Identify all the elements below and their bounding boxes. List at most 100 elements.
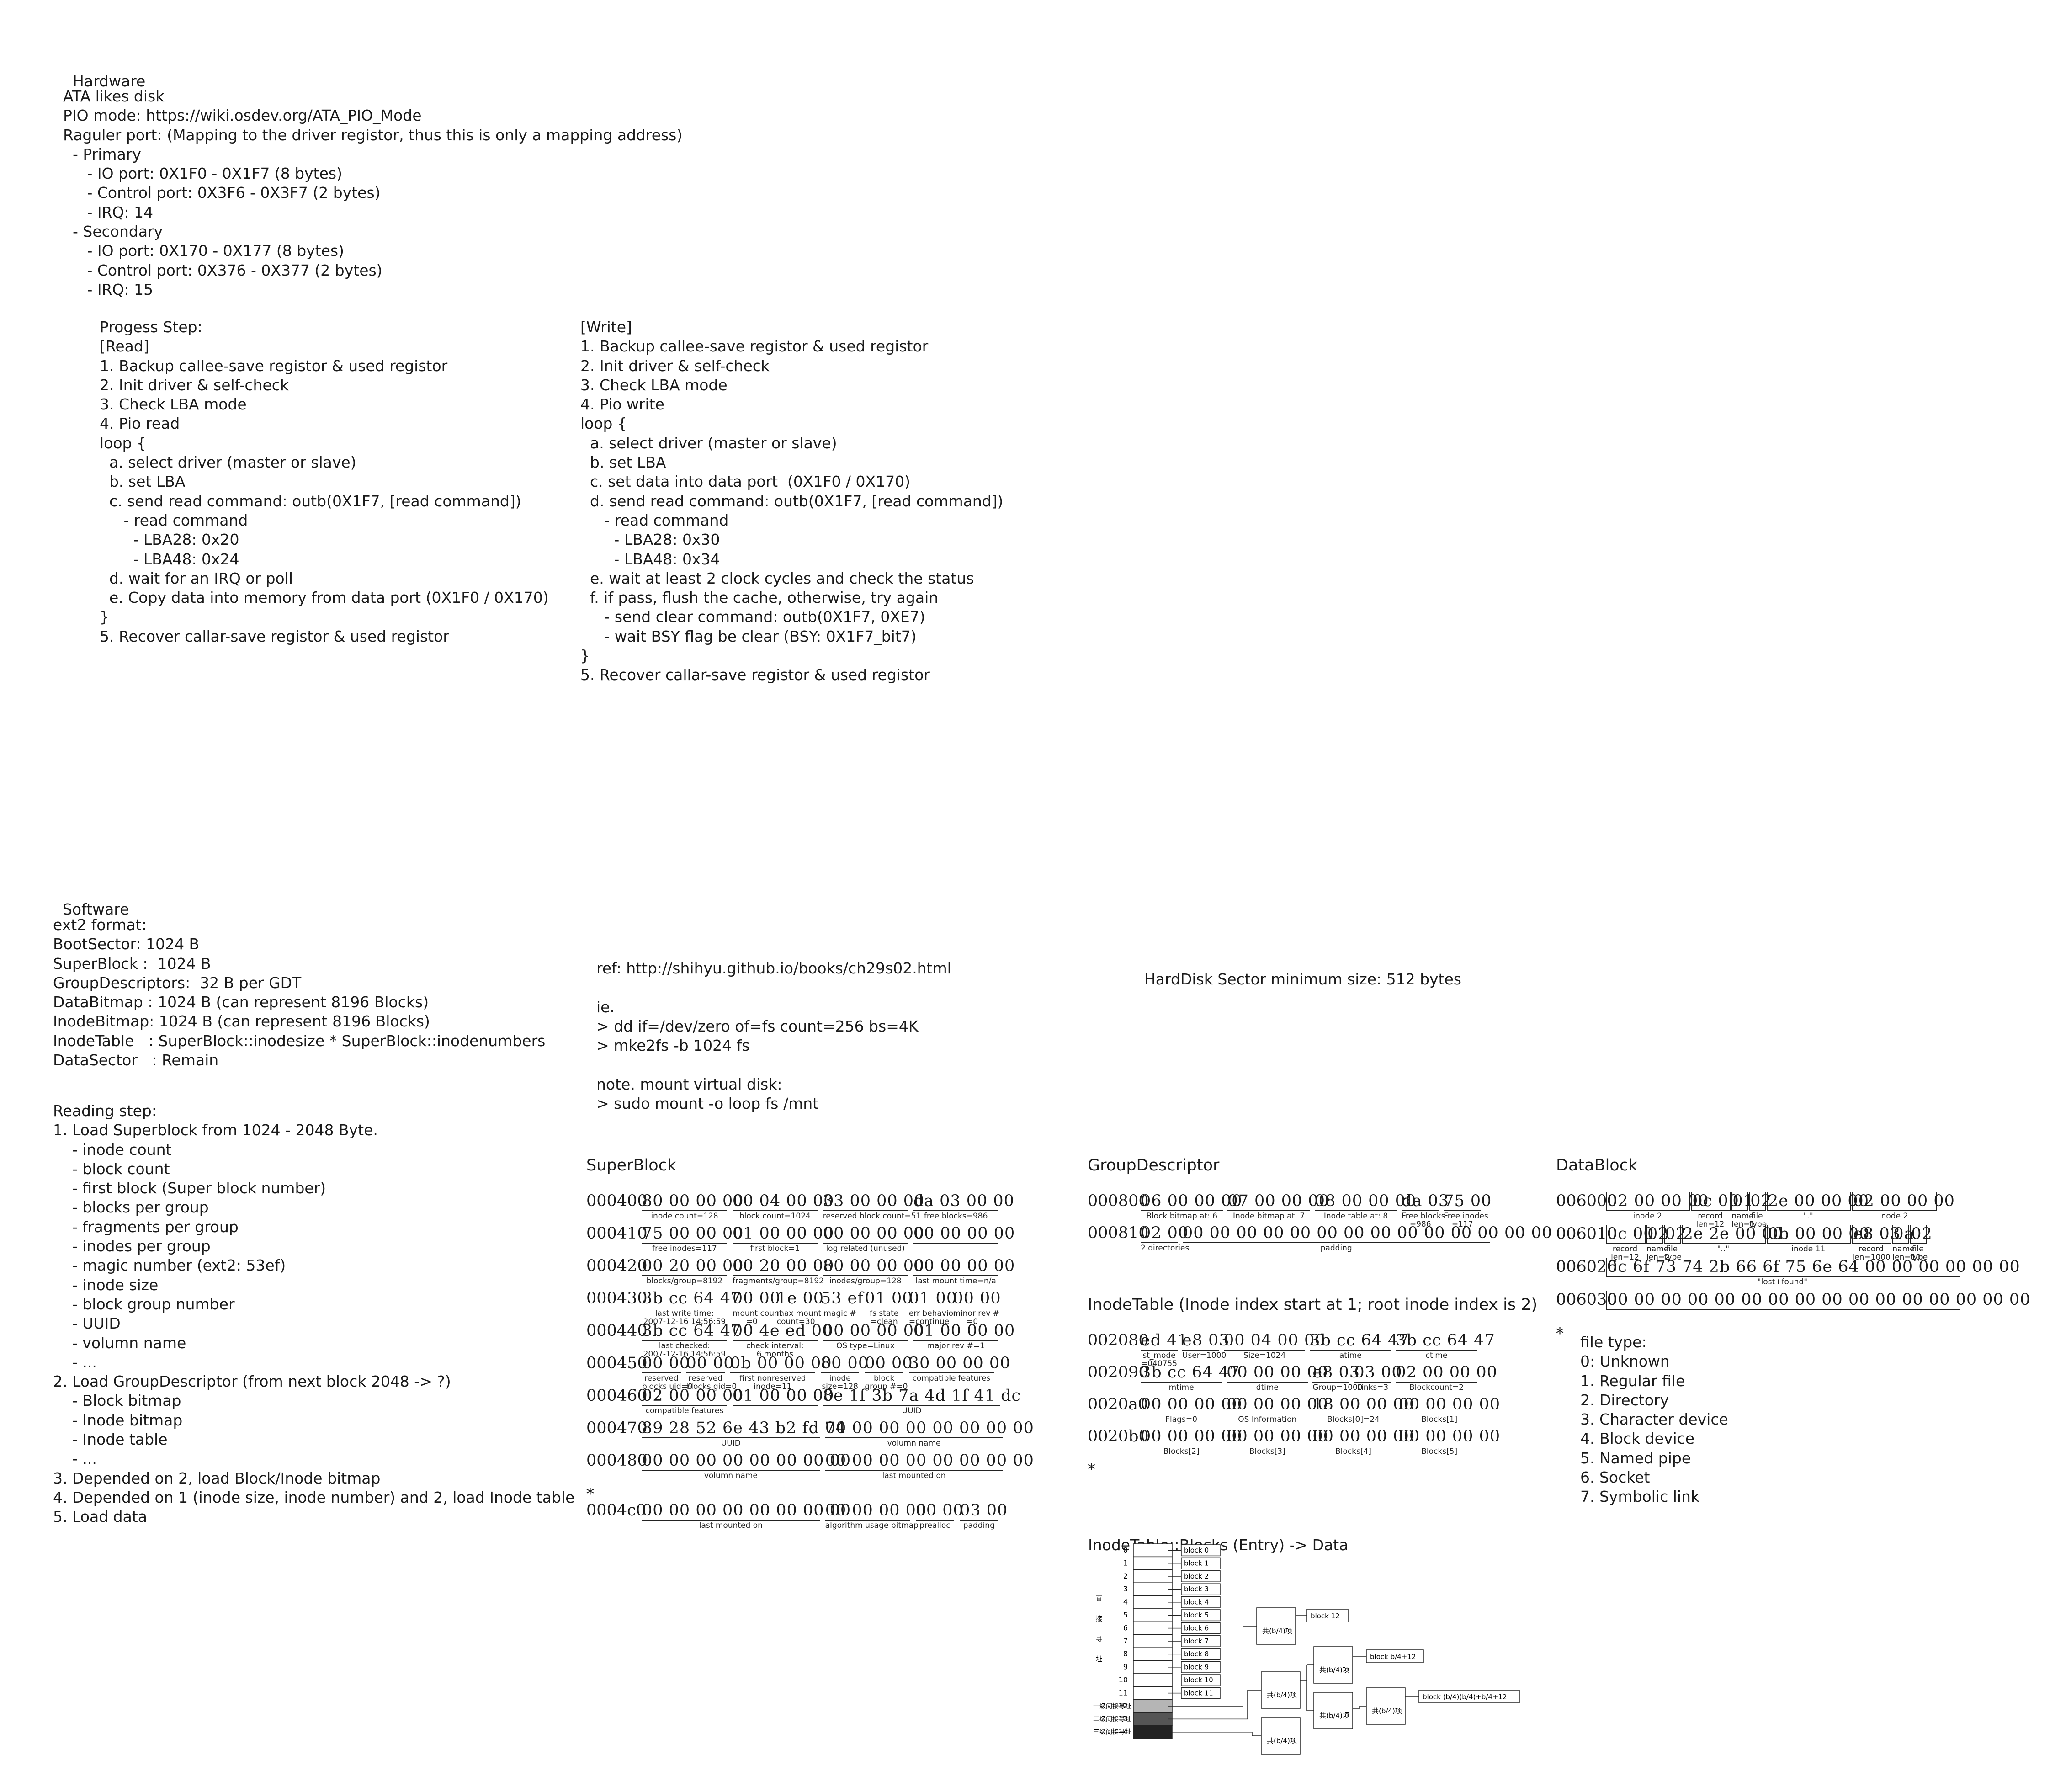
read-step-line: Progess Step: (100, 318, 202, 336)
ref-line: > mke2fs -b 1024 fs (596, 1037, 750, 1055)
slot-cell (1133, 1686, 1173, 1700)
slot-cell (1133, 1556, 1173, 1570)
hex-group: 03 00 (1354, 1363, 1402, 1383)
slot-index: 3 (1123, 1585, 1128, 1593)
indirect-label: 二级间接寻址 (1093, 1715, 1131, 1723)
hex-group: 0c 00 (1691, 1192, 1739, 1211)
reading-step-line: - ... (53, 1353, 97, 1371)
slot-index: 2 (1123, 1572, 1128, 1580)
hex-group: 00 00 (865, 1354, 913, 1373)
hex-address: 000800 (1088, 1192, 1149, 1210)
hex-group: 2e 00 00 00 (1767, 1192, 1869, 1211)
data-block-box (1181, 1661, 1221, 1673)
data-block-box (1181, 1583, 1221, 1595)
read-step-line: c. send read command: outb(0X1F7, [read … (100, 492, 521, 510)
inode-table-title: InodeTable (Inode index start at 1; root… (1088, 1296, 1538, 1314)
superblock-title: SuperBlock (586, 1156, 677, 1175)
pointer-table-label: 共(b/4)项 (1262, 1627, 1292, 1635)
read-step-line: 2. Init driver & self-check (100, 376, 289, 394)
hex-group: 01 00 (908, 1289, 957, 1308)
hex-group: 00 00 00 00 (1398, 1427, 1501, 1446)
slot-index: 11 (1119, 1688, 1128, 1697)
hardware-line: - IO port: 0X170 - 0X177 (8 bytes) (63, 242, 344, 260)
hex-group: 0a (1892, 1225, 1914, 1244)
slot-index: 4 (1123, 1598, 1128, 1606)
hex-field-label: Blocks[0]=24 (1327, 1415, 1380, 1424)
write-step-line: 5. Recover callar-save registor & used r… (580, 666, 930, 684)
ref-line: note. mount virtual disk: (596, 1075, 782, 1093)
pointer-table-box (1366, 1687, 1406, 1725)
write-step-line: e. wait at least 2 clock cycles and chec… (580, 569, 974, 587)
hex-group: 00 00 (915, 1501, 964, 1521)
hex-field-label: atime (1339, 1351, 1362, 1360)
slot-cell (1133, 1725, 1173, 1739)
hardware-line: - Control port: 0X3F6 - 0X3F7 (2 bytes) (63, 184, 381, 202)
hex-field-label: Free inodes =117 (1444, 1212, 1488, 1229)
hex-field-label: major rev #=1 (927, 1341, 985, 1351)
hex-group: 3b cc 64 47 (1310, 1331, 1409, 1351)
hex-field-label: first block=1 (750, 1244, 800, 1253)
hex-field-label: record len=12 (1611, 1244, 1639, 1262)
write-step-line: - LBA48: 0x34 (580, 550, 720, 568)
hex-group: 75 00 (1444, 1192, 1492, 1211)
hex-repeat-star: * (586, 1485, 594, 1503)
hex-field-label: file type (1664, 1244, 1682, 1262)
write-step-line: 4. Pio write (580, 395, 664, 414)
format-line: ext2 format: (53, 916, 147, 934)
hex-field-label: Blocks[2] (1163, 1447, 1200, 1456)
direct-address-char: 直 (1095, 1595, 1102, 1603)
hex-field-label: file type (1910, 1244, 1928, 1262)
hex-group: 53 ef (820, 1289, 864, 1308)
hex-field-label: last checked: 2007-12-16 14:56:59 (643, 1341, 726, 1359)
format-line: InodeBitmap: 1024 B (can represent 8196 … (53, 1012, 430, 1031)
format-line: DataBitmap : 1024 B (can represent 8196 … (53, 993, 429, 1011)
reading-step-line: - fragments per group (53, 1218, 239, 1236)
hex-field-label: inode 11 (1791, 1244, 1826, 1254)
hardware-title: Hardware (63, 53, 145, 91)
target-block-box (1366, 1649, 1424, 1663)
format-line: InodeTable : SuperBlock::inodesize * Sup… (53, 1032, 546, 1050)
target-block-label: block b/4+12 (1370, 1653, 1416, 1661)
hex-group: 00 04 00 00 (732, 1192, 834, 1211)
data-block-box (1181, 1609, 1221, 1622)
direct-address-char: 寻 (1095, 1635, 1102, 1643)
hex-field-label: Group=1000 (1312, 1383, 1363, 1392)
hex-address: 000430 (586, 1289, 648, 1308)
reading-step-line: 5. Load data (53, 1508, 147, 1526)
hardware-line: - IRQ: 15 (63, 280, 154, 298)
data-block-box (1181, 1687, 1221, 1699)
hex-group: 01 00 00 00 (732, 1387, 834, 1406)
hex-field-label: minor rev # =0 (953, 1309, 1000, 1326)
hex-group: 00 00 00 00 00 00 00 00 (825, 1419, 1034, 1438)
hardware-line: Raguler port: (Mapping to the driver reg… (63, 126, 683, 144)
hex-group: 02 (1646, 1225, 1669, 1244)
hex-group: 00 00 00 00 (1141, 1427, 1243, 1446)
hex-group: 02 00 00 00 (1396, 1363, 1498, 1383)
reading-step-line: - Inode table (53, 1430, 168, 1449)
data-block-box (1181, 1635, 1221, 1647)
slot-cell (1133, 1712, 1173, 1726)
hex-field-label: volumn name (887, 1439, 941, 1448)
hex-address: 0020b0 (1088, 1427, 1149, 1446)
hex-address: 000460 (586, 1387, 648, 1405)
hex-group: 00 4e ed 00 (732, 1322, 833, 1341)
hex-group: 00 00 00 00 (1227, 1395, 1328, 1414)
reading-step-line: - block count (53, 1159, 170, 1178)
hex-field-label: 2 directories (1141, 1244, 1190, 1253)
file-type-line: 2. Directory (1580, 1391, 1669, 1409)
write-step-line: [Write] (580, 318, 632, 336)
ref-line: > dd if=/dev/zero of=fs count=256 bs=4K (596, 1017, 919, 1035)
hex-field-label: inode 2 (1879, 1212, 1908, 1221)
pointer-table-box (1313, 1692, 1353, 1729)
write-step-line: f. if pass, flush the cache, otherwise, … (580, 589, 939, 607)
blocks-diagram: 01234567891011121314直接寻址一级间接寻址二级间接寻址三级间接… (1093, 1543, 1520, 1755)
write-step-line: - send clear command: outb(0X1F7, 0XE7) (580, 608, 925, 626)
indirect-label: 一级间接寻址 (1093, 1702, 1131, 1710)
hex-group: 00 00 00 00 (1312, 1427, 1414, 1446)
hex-field-label: last mount time=n/a (915, 1276, 996, 1286)
hex-group: da 03 00 00 (913, 1192, 1014, 1211)
hex-group: 02 00 00 00 (1852, 1192, 1955, 1211)
hex-field-label: inodes/group=128 (829, 1276, 902, 1286)
